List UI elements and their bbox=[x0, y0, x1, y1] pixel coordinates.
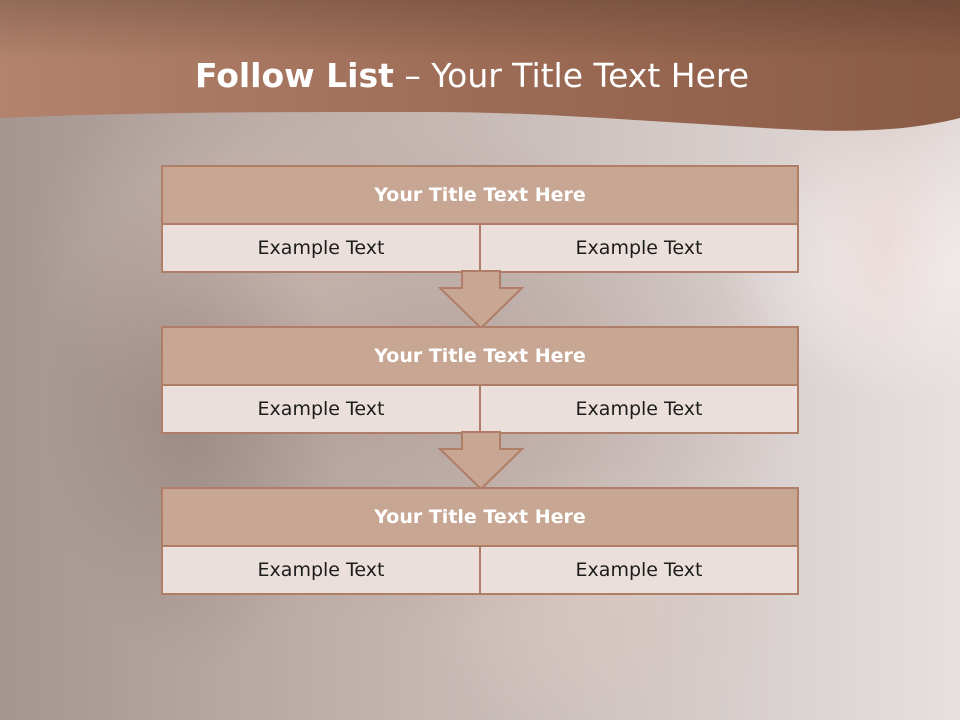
background-photo-highlight bbox=[820, 120, 950, 370]
step-row: Example Text Example Text bbox=[163, 386, 797, 432]
step-title: Your Title Text Here bbox=[163, 489, 797, 547]
step-panel-3: Your Title Text Here Example Text Exampl… bbox=[161, 487, 799, 595]
header-band bbox=[0, 0, 960, 131]
step-title: Your Title Text Here bbox=[163, 167, 797, 225]
step-cell-left: Example Text bbox=[163, 547, 479, 593]
step-cell-right: Example Text bbox=[479, 386, 797, 432]
down-arrow-icon bbox=[438, 270, 524, 330]
step-panel-2: Your Title Text Here Example Text Exampl… bbox=[161, 326, 799, 434]
slide-title-rest: – Your Title Text Here bbox=[393, 56, 750, 95]
step-cell-right: Example Text bbox=[479, 547, 797, 593]
step-cell-right: Example Text bbox=[479, 225, 797, 271]
step-row: Example Text Example Text bbox=[163, 225, 797, 271]
slide-title-bold: Follow List bbox=[194, 56, 394, 95]
down-arrow-icon bbox=[438, 431, 524, 491]
step-title: Your Title Text Here bbox=[163, 328, 797, 386]
step-cell-left: Example Text bbox=[163, 225, 479, 271]
step-panel-1: Your Title Text Here Example Text Exampl… bbox=[161, 165, 799, 273]
slide-title: Follow List – Your Title Text Here bbox=[0, 52, 944, 100]
step-row: Example Text Example Text bbox=[163, 547, 797, 593]
step-cell-left: Example Text bbox=[163, 386, 479, 432]
